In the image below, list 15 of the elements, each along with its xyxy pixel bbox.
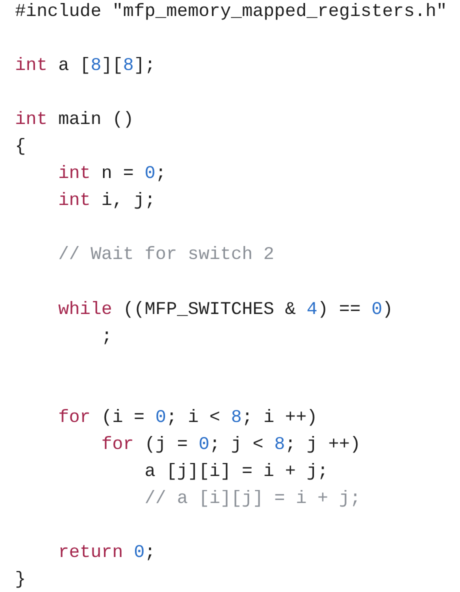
code-line: } (15, 569, 26, 592)
code-line: a [j][i] = i + j; (144, 460, 328, 483)
code-line: while ((MFP_SWITCHES & 4) == 0) (58, 298, 394, 321)
code-line: return 0; (58, 542, 156, 564)
code-line: for (j = 0; j < 8; j ++) (101, 434, 361, 456)
code-comment: // Wait for switch 2 (58, 244, 274, 266)
code-line: int n = 0; (58, 163, 166, 186)
code-line: { (15, 136, 26, 158)
code-line: int i, j; (58, 190, 156, 212)
code-line: #include "mfp_memory_mapped_registers.h" (15, 1, 448, 23)
code-line: for (i = 0; i < 8; i ++) (58, 406, 318, 429)
code-line: ; (101, 326, 112, 348)
code-line: int a [8][8]; (15, 55, 156, 78)
code-comment: // a [i][j] = i + j; (144, 488, 361, 510)
code-line: int main () (15, 109, 134, 132)
